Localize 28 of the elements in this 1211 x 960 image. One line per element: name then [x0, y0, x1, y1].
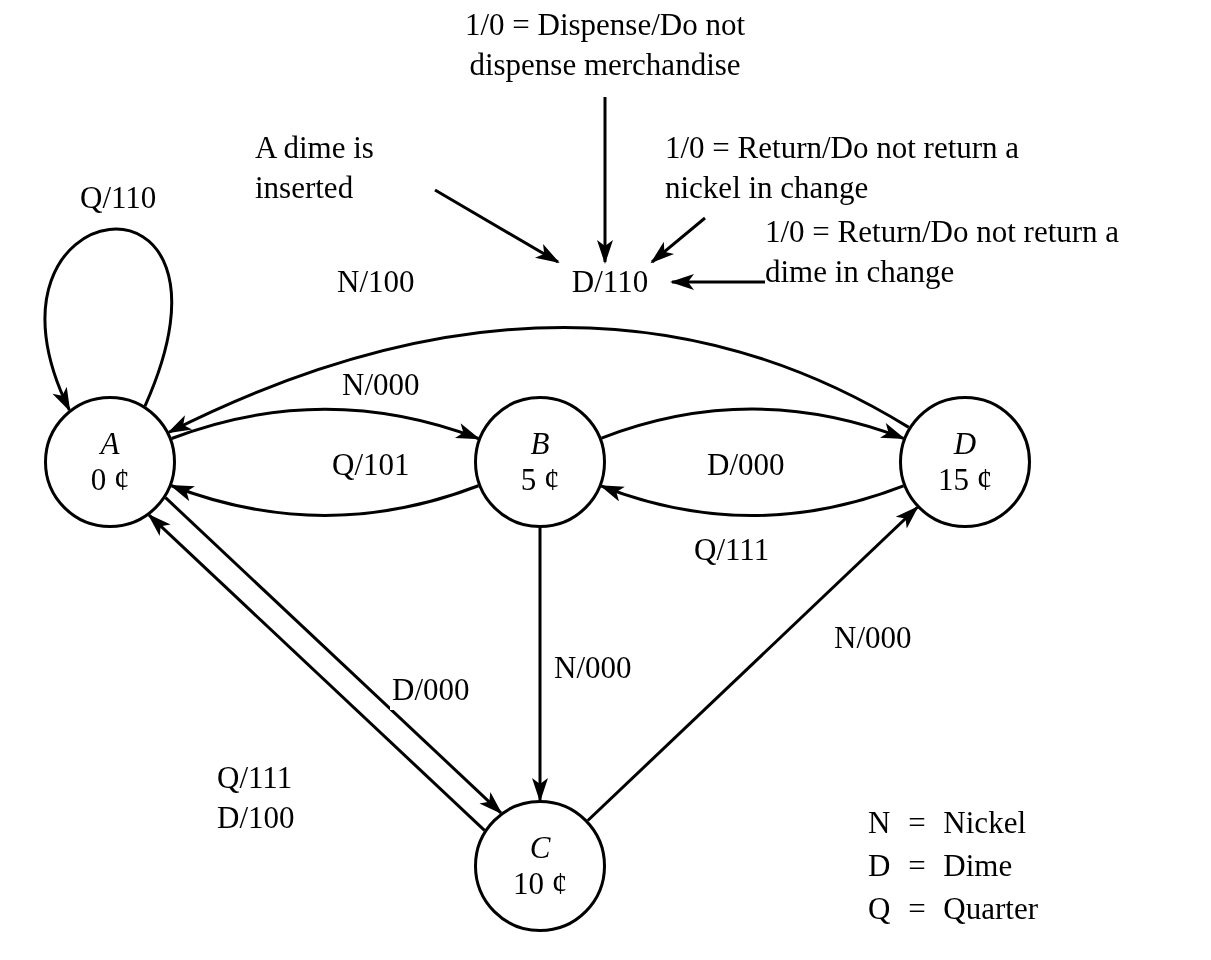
transition-arrow — [532, 528, 548, 802]
state-value: 10 ¢ — [512, 866, 568, 902]
state-name: C — [529, 830, 551, 866]
transition-arrow — [586, 506, 919, 822]
annotation-text: 1/0 = Dispense/Do not dispense merchandise — [430, 5, 780, 97]
legend-text: Q = Quarter — [868, 890, 1039, 928]
transition-arrow — [147, 513, 486, 832]
state-name: D — [953, 426, 977, 462]
transition-arrow — [43, 228, 174, 412]
transition-arrow — [171, 407, 481, 440]
leader-arrow — [670, 274, 765, 290]
state-name: B — [530, 426, 550, 462]
transition-arrow — [601, 407, 906, 440]
output-label: D/110 — [548, 262, 672, 304]
state-value: 5 ¢ — [520, 462, 560, 498]
transition-arrow — [167, 325, 910, 434]
state-value: 0 ¢ — [90, 462, 130, 498]
transition-arrow — [164, 496, 503, 815]
transition-arrow — [599, 484, 904, 517]
state-value: 15 ¢ — [937, 462, 993, 498]
leader-arrow — [434, 188, 560, 264]
legend-text: D = Dime — [868, 847, 1013, 885]
leader-arrow — [650, 216, 706, 264]
leader-arrow — [597, 97, 613, 264]
annotation-text: A dime is inserted — [255, 128, 435, 218]
state-name: A — [100, 426, 120, 462]
transition-arrow — [169, 484, 479, 517]
legend-text: N = Nickel — [868, 804, 1026, 842]
